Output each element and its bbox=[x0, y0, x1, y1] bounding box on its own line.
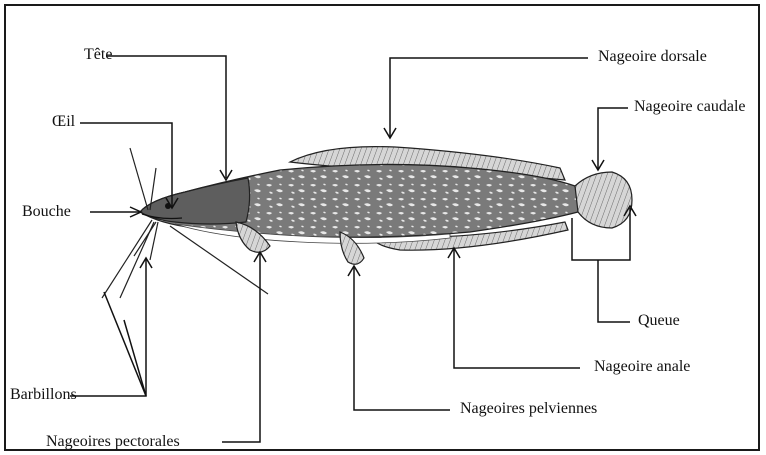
label-barbillons: Barbillons bbox=[10, 386, 77, 404]
label-nageoire-dorsale: Nageoire dorsale bbox=[598, 48, 707, 66]
label-nageoires-pelviennes: Nageoires pelviennes bbox=[460, 400, 597, 418]
caudal-fin bbox=[575, 172, 632, 228]
label-nageoires-pectorales: Nageoires pectorales bbox=[46, 433, 180, 451]
label-tete: Tête bbox=[84, 46, 112, 64]
label-bouche: Bouche bbox=[22, 203, 71, 221]
label-nageoire-caudale: Nageoire caudale bbox=[634, 98, 756, 116]
label-oeil: Œil bbox=[52, 113, 75, 131]
label-queue: Queue bbox=[638, 312, 680, 330]
label-nageoire-anale: Nageoire anale bbox=[594, 358, 690, 376]
